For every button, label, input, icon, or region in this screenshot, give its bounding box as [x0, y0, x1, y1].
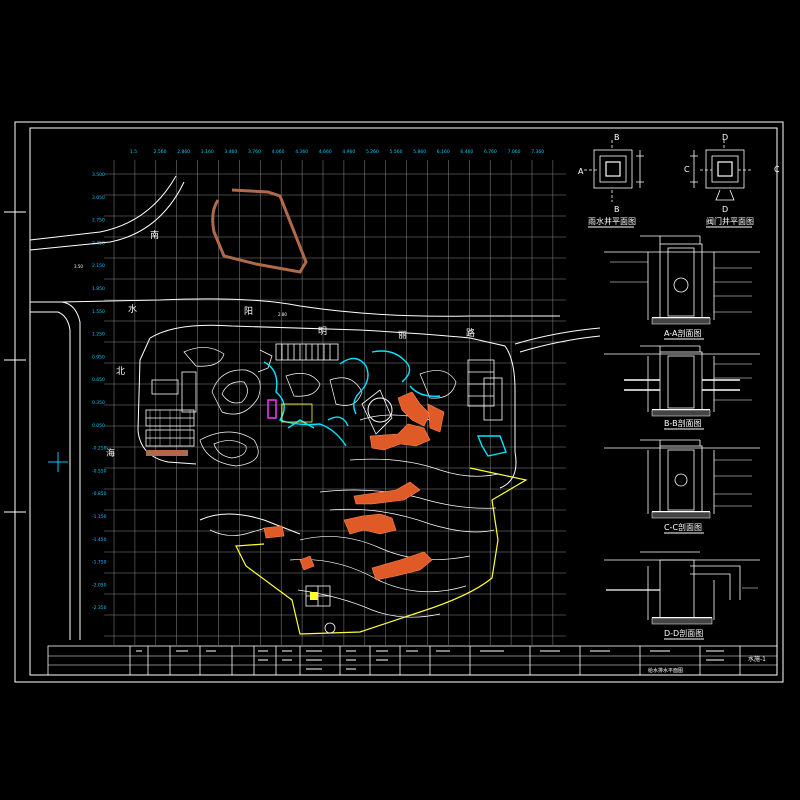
y-axis-label: -0.850: [92, 491, 107, 497]
sheet-name: 给水排水平面图: [648, 667, 683, 674]
x-axis-label: 6.460: [460, 149, 473, 155]
street-char-2: 水: [128, 303, 137, 315]
x-axis-label: 3.460: [224, 149, 237, 155]
x-axis-label: 4.960: [342, 149, 355, 155]
y-axis-label: 3.500: [92, 172, 105, 178]
x-axis-label: 3.160: [201, 149, 214, 155]
x-axis-label: 1.5: [130, 149, 137, 155]
plan-view-valve: [690, 140, 752, 201]
x-axis-label: 5.260: [366, 149, 379, 155]
y-axis-label: -0.250: [92, 446, 107, 452]
x-axis-label: 3.760: [248, 149, 261, 155]
x-axis-label: 5.560: [390, 149, 403, 155]
y-axis-label: -1.750: [92, 560, 107, 566]
crosshair-marks: [4, 202, 68, 522]
spot-level-1: 3.50: [74, 264, 83, 269]
section-cc-title: C-C剖面图: [664, 522, 702, 532]
section-bb-drawing: [604, 345, 760, 413]
orange-buildings: [263, 391, 445, 581]
street-char-7: 北: [116, 366, 125, 377]
y-axis-label: 0.650: [92, 377, 105, 383]
section-aa-drawing: [604, 235, 760, 321]
y-axis-label: -0.550: [92, 468, 107, 474]
y-axis-label: 2.750: [92, 218, 105, 224]
section-mark-b-bottom: B: [614, 205, 620, 214]
title-block: [47, 645, 778, 676]
parking-blocks: [145, 359, 503, 447]
y-axis-label: -1.150: [92, 514, 107, 520]
drawing-number: 水施-1: [748, 655, 766, 663]
water-features: [263, 350, 507, 457]
y-axis-label: 2.150: [92, 263, 105, 269]
pavilion: [305, 585, 336, 634]
section-mark-d-bottom: D: [722, 205, 728, 214]
x-axis-label: 2.860: [177, 149, 190, 155]
accent-marks: [267, 397, 393, 423]
y-axis-labels: 3.5003.0502.7502.4502.1501.8501.5501.250…: [92, 172, 107, 611]
spot-level-2: 2.80: [278, 312, 287, 317]
section-mark-b-top: B: [614, 133, 620, 142]
side-mark-c-right: C: [774, 165, 780, 174]
side-mark-c: C: [684, 165, 690, 174]
street-char-6: 路: [466, 327, 475, 339]
side-mark-a: A: [578, 167, 584, 176]
section-cc-base: [651, 511, 711, 519]
survey-grid: [104, 160, 566, 645]
spot-levels: 3.50 2.80: [74, 264, 287, 317]
street-char-5: 丽: [398, 330, 407, 341]
x-axis-label: 7.060: [508, 149, 521, 155]
y-axis-label: 0.350: [92, 400, 105, 406]
x-axis-label: 7.360: [531, 149, 544, 155]
details-panel: B B A 雨水井平面图 D D C C 阀门井平面图: [578, 133, 780, 640]
contour-lines: [183, 347, 499, 618]
x-axis-label: 6.760: [484, 149, 497, 155]
section-mark-d-top: D: [722, 133, 728, 142]
title-block-ticks: [136, 650, 724, 670]
x-axis-label: 4.060: [272, 149, 285, 155]
outer-frame: [14, 121, 784, 683]
x-axis-labels: 1.5 2.560 2.860 3.160 3.460 3.760 4.060 4.360 4.…: [130, 149, 544, 155]
section-bb-base: [651, 409, 711, 417]
plan-title-rainwater: 雨水井平面图: [588, 216, 636, 226]
section-dd-title: D-D剖面图: [664, 628, 703, 638]
plan-title-valve: 阀门井平面图: [706, 216, 754, 226]
parking-hatch: [146, 450, 188, 456]
street-char-1: 南: [150, 229, 159, 241]
section-cc-drawing: [604, 439, 760, 515]
y-axis-label: 3.050: [92, 195, 105, 201]
section-aa-title: A-A剖面图: [664, 328, 701, 338]
section-aa-base: [651, 317, 711, 325]
y-axis-label: -1.450: [92, 537, 107, 543]
section-dd-drawing: [604, 551, 760, 621]
site-outline: [137, 324, 517, 535]
y-axis-label: -2.050: [92, 582, 107, 588]
y-axis-label: 1.550: [92, 309, 105, 315]
x-axis-label: 5.860: [413, 149, 426, 155]
x-axis-label: 4.660: [319, 149, 332, 155]
street-char-4: 明: [318, 326, 327, 337]
linear-building: [257, 343, 393, 435]
x-axis-label: 6.160: [437, 149, 450, 155]
retaining-wall-strip: [211, 188, 308, 274]
street-char-8: 海: [106, 447, 115, 459]
section-dd-base: [651, 617, 713, 625]
plan-view-rainwater: [584, 140, 644, 202]
section-bb-title: B-B剖面图: [664, 418, 702, 428]
y-axis-label: 1.850: [92, 286, 105, 292]
y-axis-label: 0.050: [92, 423, 105, 429]
y-axis-label: -2.350: [92, 605, 107, 611]
y-axis-label: 0.950: [92, 354, 105, 360]
road-lines: [29, 175, 601, 640]
x-axis-label: 2.560: [154, 149, 167, 155]
y-axis-label: 1.250: [92, 332, 105, 338]
street-labels: 南 水 阳 明 丽 路 北 海: [106, 229, 475, 459]
x-axis-label: 4.360: [295, 149, 308, 155]
site-boundary: [235, 467, 528, 635]
street-char-3: 阳: [244, 306, 253, 317]
